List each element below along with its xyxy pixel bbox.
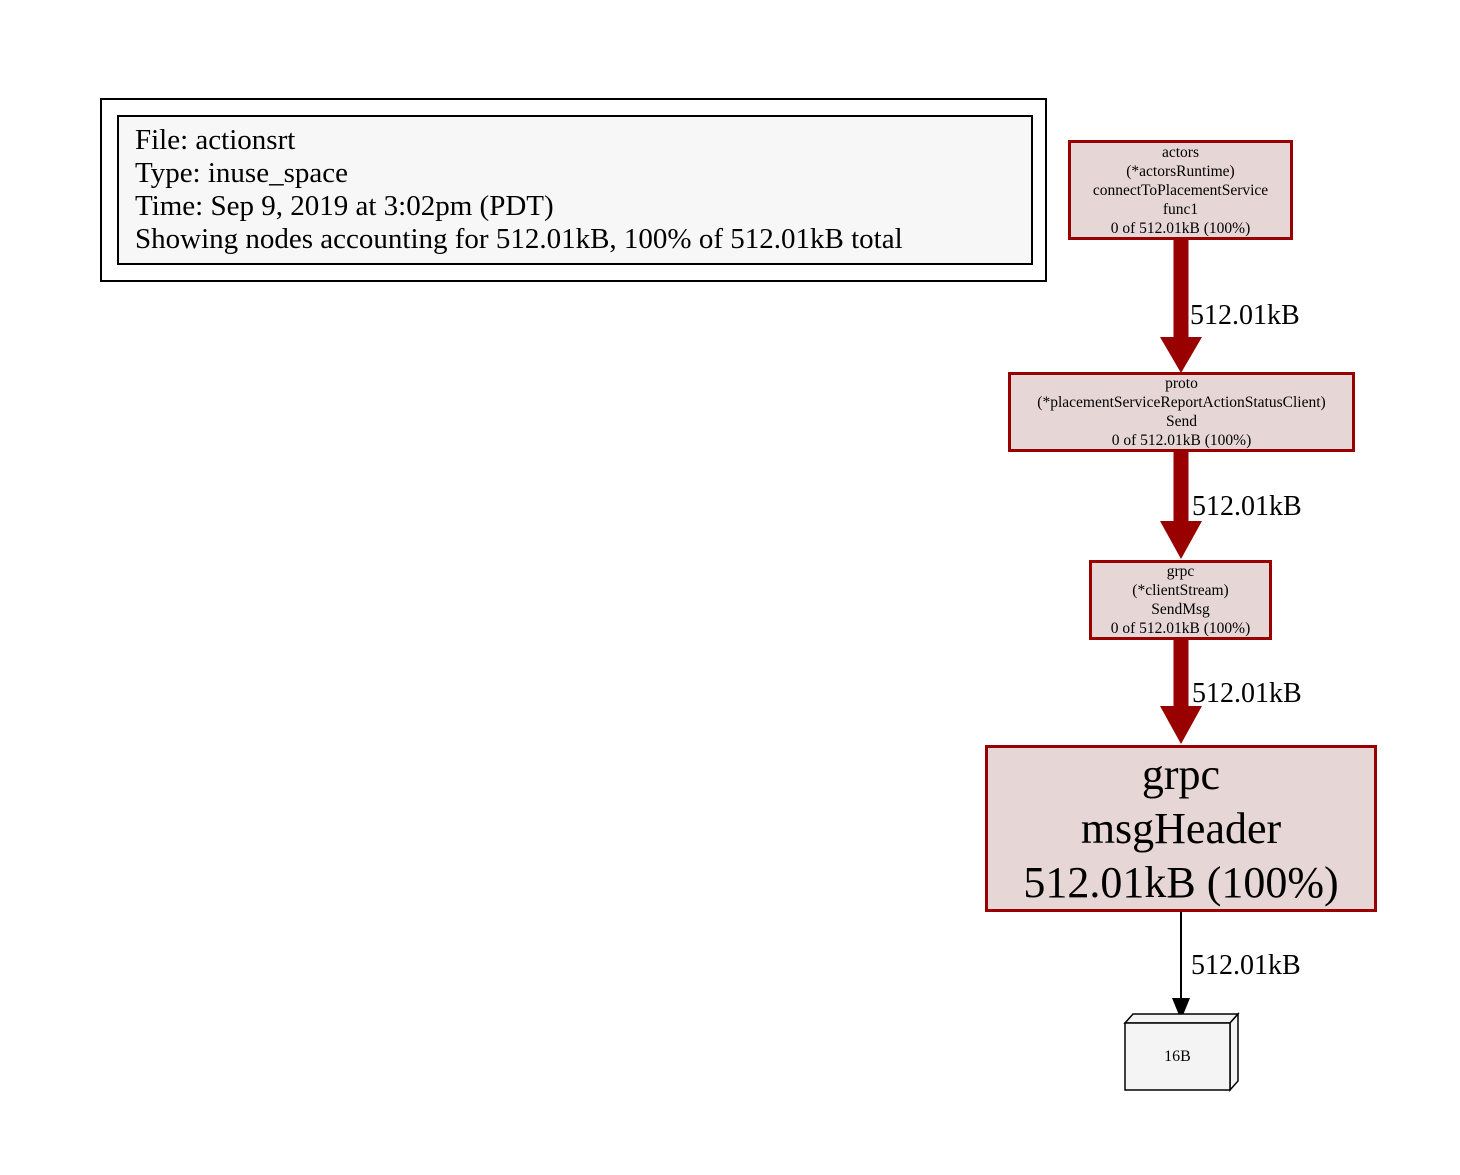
node-line: 16B: [1164, 1047, 1191, 1065]
node-line: grpc: [1166, 563, 1195, 580]
node-line: 0 of 512.01kB (100%): [1110, 620, 1251, 637]
legend-time-line: Time: Sep 9, 2019 at 3:02pm (PDT): [135, 190, 554, 222]
node-line: connectToPlacementService: [1092, 181, 1269, 199]
edge-label: 512.01kB: [1191, 950, 1301, 981]
node-line: SendMsg: [1151, 601, 1210, 618]
node-line: msgHeader: [1080, 803, 1282, 853]
node-grpc-sendmsg[interactable]: grpc (*clientStream) SendMsg 0 of 512.01…: [1089, 560, 1272, 640]
box3d-right-face: [1229, 1012, 1239, 1092]
edge-actors-to-proto-arrowhead: [1160, 337, 1202, 373]
box3d-top-face: [1123, 1013, 1240, 1024]
edge-label: 512.01kB: [1192, 678, 1302, 709]
node-line: 512.01kB (100%): [1023, 857, 1339, 907]
edge-msgheader-to-16b-arrowhead: [1172, 998, 1190, 1020]
node-line: 0 of 512.01kB (100%): [1110, 219, 1251, 237]
node-line: (*actorsRuntime): [1126, 162, 1235, 180]
legend-box: [117, 115, 1033, 265]
node-grpc-msgheader[interactable]: grpc msgHeader 512.01kB (100%): [985, 745, 1377, 912]
legend: File: actionsrt Type: inuse_space Time: …: [135, 124, 1035, 256]
node-line: actors: [1161, 143, 1199, 161]
node-line: Send: [1166, 413, 1197, 430]
legend-showing-line: Showing nodes accounting for 512.01kB, 1…: [135, 223, 903, 255]
node-line: func1: [1162, 200, 1199, 218]
node-actors-connecttoplacementservice-func1[interactable]: actors (*actorsRuntime) connectToPlaceme…: [1068, 140, 1293, 240]
edge-sendmsg-to-msgheader-arrowhead: [1160, 706, 1202, 744]
node-line: 0 of 512.01kB (100%): [1111, 432, 1252, 449]
legend-type-line: Type: inuse_space: [135, 157, 348, 189]
edge-label: 512.01kB: [1192, 491, 1302, 522]
node-line: (*placementServiceReportActionStatusClie…: [1037, 394, 1326, 411]
node-line: proto: [1165, 375, 1198, 392]
edge-proto-to-sendmsg-arrowhead: [1160, 521, 1202, 559]
edge-label: 512.01kB: [1190, 300, 1300, 331]
legend-file-line: File: actionsrt: [135, 124, 296, 156]
node-line: (*clientStream): [1132, 582, 1229, 599]
node-proto-send[interactable]: proto (*placementServiceReportActionStat…: [1008, 372, 1355, 452]
node-16b[interactable]: 16B: [1125, 1023, 1230, 1090]
node-line: grpc: [1141, 749, 1221, 799]
